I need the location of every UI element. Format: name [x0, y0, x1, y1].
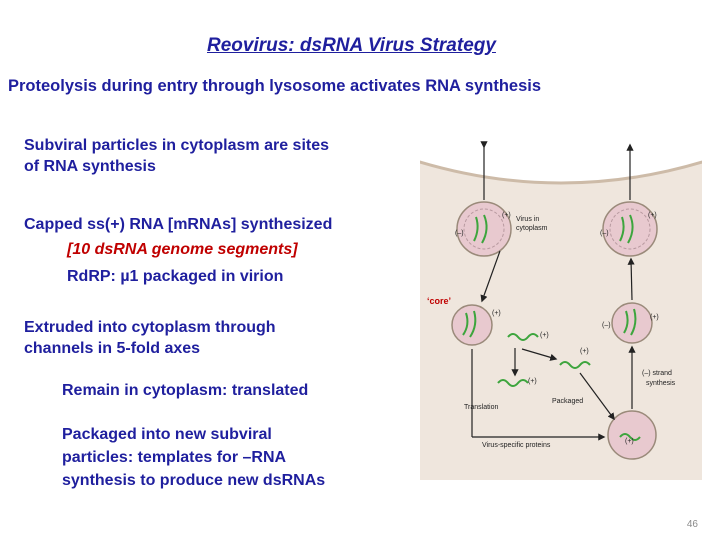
slide-title: Reovirus: dsRNA Virus Strategy: [207, 35, 496, 56]
replication-diagram: (+) (–) Virus in cytoplasm (+) (–) (+) (…: [420, 137, 702, 480]
page-number: 46: [686, 519, 698, 530]
core-label: ‘core’: [427, 296, 452, 306]
label-minus-2: (–): [600, 230, 609, 237]
label-translation: Translation: [464, 404, 498, 411]
cell-membrane: [420, 160, 702, 185]
bullet-2-sub-2: RdRP: µ1 packaged in virion: [67, 268, 284, 285]
label-plus-4: (+): [540, 332, 549, 339]
label-minus-1: (–): [455, 230, 464, 237]
virus-particle-top-right: [602, 201, 658, 257]
particle-minus-strand: [611, 302, 653, 344]
arrow-to-packaged: [521, 348, 558, 361]
bullet-4: Remain in cytoplasm: translated: [62, 382, 309, 399]
bullet-2-sub-1: [10 dsRNA genome segments]: [67, 241, 298, 258]
bullet-3-line-1: Extruded into cytoplasm through: [24, 319, 276, 336]
label-plus-3: (+): [492, 310, 501, 317]
label-minus-3: (–): [602, 322, 611, 329]
label-packaged: Packaged: [552, 398, 583, 405]
label-minus-strand: (–) strand: [642, 370, 672, 377]
bullet-1-line-1: Subviral particles in cytoplasm are site…: [24, 137, 330, 154]
label-plus-6: (+): [528, 378, 537, 385]
mrna-strand-2: [559, 361, 591, 369]
bullet-2: Capped ss(+) RNA [mRNAs] synthesized: [24, 216, 333, 233]
arrow-uncoating: [480, 250, 501, 303]
new-particle: [607, 410, 657, 460]
arrow-packaging: [579, 372, 615, 421]
arrow-maturation: [627, 257, 635, 301]
label-plus-5: (+): [580, 348, 589, 355]
virus-particle-top-left: [456, 201, 512, 257]
label-plus-2: (+): [648, 212, 657, 219]
label-plus-8: (+): [625, 438, 634, 445]
label-synthesis: synthesis: [646, 380, 676, 387]
label-cytoplasm: cytoplasm: [516, 225, 548, 232]
label-plus-1: (+): [502, 212, 511, 219]
slide-subtitle: Proteolysis during entry through lysosom…: [8, 77, 542, 95]
bullet-3-line-2: channels in 5-fold axes: [24, 340, 201, 357]
virus-core-left: [451, 304, 493, 346]
mrna-strand-3: [497, 379, 529, 387]
bullet-1-line-2: of RNA synthesis: [24, 158, 156, 175]
bullet-5-line-2: particles: templates for –RNA: [62, 449, 287, 466]
label-plus-7: (+): [650, 314, 659, 321]
label-virus-proteins: Virus-specific proteins: [482, 442, 551, 449]
bullet-5-line-1: Packaged into new subviral: [62, 426, 272, 443]
bullet-5-line-3: synthesis to produce new dsRNAs: [62, 472, 326, 489]
label-virus-in: Virus in: [516, 216, 539, 223]
mrna-strand-1: [507, 333, 539, 341]
